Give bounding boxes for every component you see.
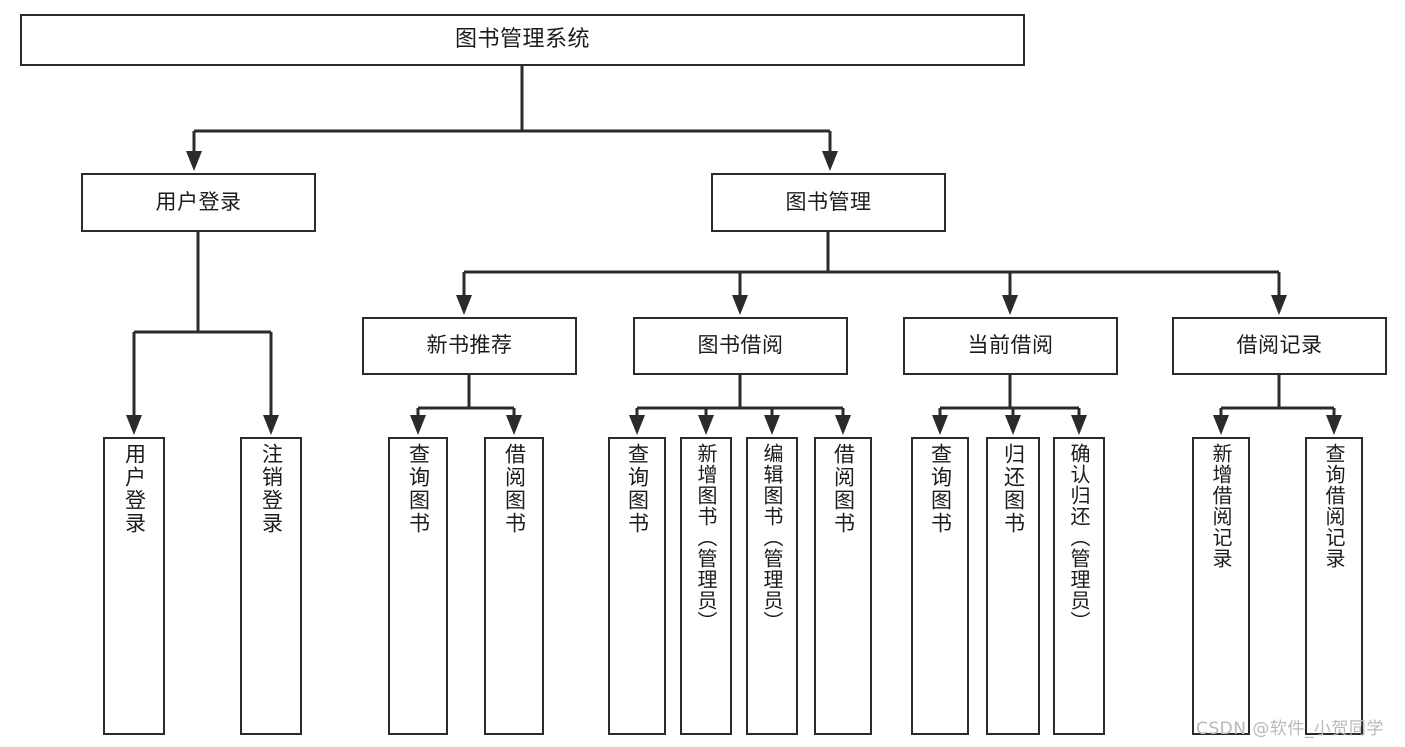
node-label: 借阅图书 <box>831 443 856 535</box>
node-book-management-module[interactable]: 图书管理 <box>711 173 946 232</box>
node-label: 当前借阅 <box>967 333 1054 358</box>
node-user-login-module[interactable]: 用户登录 <box>81 173 316 232</box>
node-label: 借阅记录 <box>1236 333 1323 358</box>
node-new-book-recommend[interactable]: 新书推荐 <box>362 317 577 375</box>
node-label: 图书管理 <box>785 189 872 214</box>
node-leaf-query-book[interactable]: 查询图书 <box>608 437 666 735</box>
node-label: 查询借阅记录 <box>1322 443 1346 569</box>
node-label: 用户登录 <box>155 189 242 214</box>
node-label: 编辑图书（管理员） <box>760 443 784 632</box>
node-label: 图书借阅 <box>697 333 784 358</box>
node-leaf-add-book-admin[interactable]: 新增图书（管理员） <box>680 437 732 735</box>
node-label: 新书推荐 <box>426 333 513 358</box>
node-label: 查询图书 <box>928 443 953 535</box>
node-label: 查询图书 <box>406 443 431 535</box>
node-leaf-edit-book-admin[interactable]: 编辑图书（管理员） <box>746 437 798 735</box>
node-leaf-add-borrow-record[interactable]: 新增借阅记录 <box>1192 437 1250 735</box>
node-leaf-query-borrow-record[interactable]: 查询借阅记录 <box>1305 437 1363 735</box>
node-leaf-borrow-book-new[interactable]: 借阅图书 <box>484 437 544 735</box>
node-label: 查询图书 <box>625 443 650 535</box>
node-leaf-query-book-new[interactable]: 查询图书 <box>388 437 448 735</box>
node-label: 确认归还（管理员） <box>1067 443 1091 632</box>
node-leaf-query-book-current[interactable]: 查询图书 <box>911 437 969 735</box>
node-label: 用户登录 <box>122 443 147 535</box>
node-label: 图书管理系统 <box>454 26 590 52</box>
node-leaf-user-logout[interactable]: 注销登录 <box>240 437 302 735</box>
node-leaf-return-book[interactable]: 归还图书 <box>986 437 1040 735</box>
node-label: 新增借阅记录 <box>1209 443 1233 569</box>
node-label: 借阅图书 <box>502 443 527 535</box>
node-borrow-record[interactable]: 借阅记录 <box>1172 317 1387 375</box>
node-current-borrow[interactable]: 当前借阅 <box>903 317 1118 375</box>
node-book-borrow[interactable]: 图书借阅 <box>633 317 848 375</box>
node-label: 归还图书 <box>1001 443 1026 535</box>
node-label: 新增图书（管理员） <box>694 443 718 632</box>
node-label: 注销登录 <box>259 443 284 535</box>
node-leaf-borrow-book[interactable]: 借阅图书 <box>814 437 872 735</box>
csdn-watermark: CSDN @软件_小贺同学 <box>1196 719 1384 739</box>
node-leaf-confirm-return-admin[interactable]: 确认归还（管理员） <box>1053 437 1105 735</box>
node-root-system[interactable]: 图书管理系统 <box>20 14 1025 66</box>
node-leaf-user-login[interactable]: 用户登录 <box>103 437 165 735</box>
